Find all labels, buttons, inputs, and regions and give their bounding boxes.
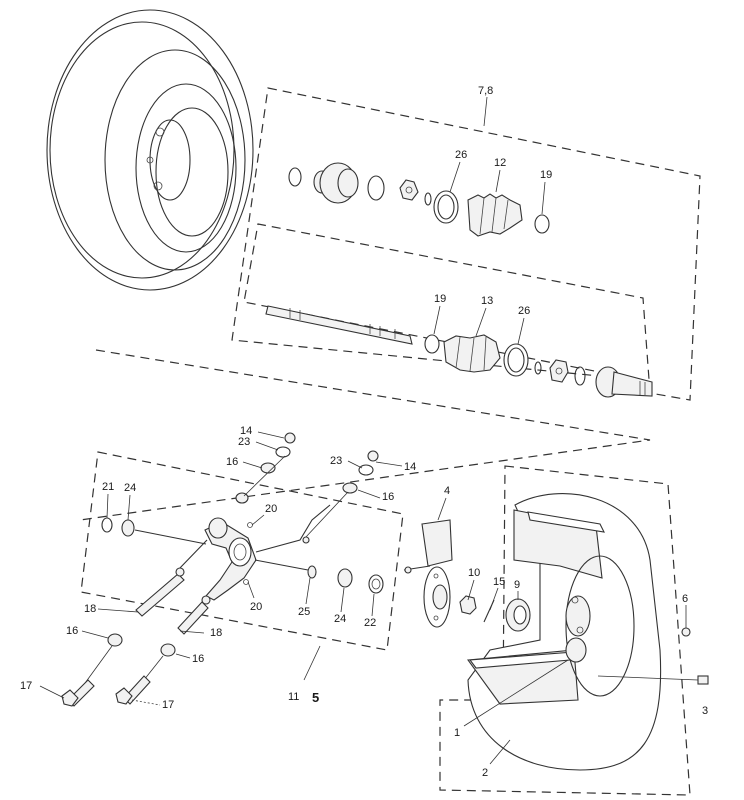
callout-15: 15 xyxy=(493,576,505,588)
callout-14-left: 14 xyxy=(240,425,252,437)
callout-4: 4 xyxy=(444,485,450,497)
rear-wheel xyxy=(466,493,709,771)
callout-18-right: 18 xyxy=(210,627,222,639)
callout-16-lower-right: 16 xyxy=(192,653,204,665)
callout-22: 22 xyxy=(364,617,376,629)
swingarm-parts xyxy=(61,432,384,707)
driveshaft-axle xyxy=(265,305,413,345)
callout-23-right: 23 xyxy=(330,455,342,467)
callout-25: 25 xyxy=(298,606,310,618)
callout-17-left: 17 xyxy=(20,680,32,692)
tire-illustration-top xyxy=(46,9,254,291)
callout-16-upper-left: 16 xyxy=(226,456,238,468)
callout-2: 2 xyxy=(482,767,488,779)
callout-14-right: 14 xyxy=(404,461,416,473)
callout-11: 11 xyxy=(288,691,299,703)
hub-parts xyxy=(403,519,531,632)
driveshaft-link-outline xyxy=(79,349,651,521)
callout-3: 3 xyxy=(702,705,708,717)
callout-23-left: 23 xyxy=(238,436,250,448)
callout-labels: 7,8 26 12 19 19 13 26 14 23 16 23 14 16 … xyxy=(20,85,708,779)
driveshaft-group-outline xyxy=(231,87,701,401)
callout-13: 13 xyxy=(481,295,493,307)
callout-26-lower: 26 xyxy=(518,305,530,317)
callout-19-lower: 19 xyxy=(434,293,446,305)
callout-17-right: 17 xyxy=(162,699,174,711)
callout-9: 9 xyxy=(514,579,520,591)
callout-7-8: 7,8 xyxy=(478,85,493,97)
callout-24-right: 24 xyxy=(334,613,346,625)
driveshaft-upper-parts xyxy=(288,162,550,237)
callout-24-left: 24 xyxy=(124,482,136,494)
callout-5: 5 xyxy=(312,690,319,705)
callout-26-upper: 26 xyxy=(455,149,467,161)
callout-16-upper-right: 16 xyxy=(382,491,394,503)
callout-1: 1 xyxy=(454,727,460,739)
callout-12: 12 xyxy=(494,157,506,169)
callout-20-lower: 20 xyxy=(250,601,262,613)
callout-6: 6 xyxy=(682,593,688,605)
callout-18-left: 18 xyxy=(84,603,96,615)
callout-20-upper: 20 xyxy=(265,503,277,515)
callout-10: 10 xyxy=(468,567,480,579)
callout-21: 21 xyxy=(102,481,114,493)
callout-19-upper: 19 xyxy=(540,169,552,181)
callout-16-lower-left: 16 xyxy=(66,625,78,637)
leader-lines xyxy=(39,96,569,765)
driveshaft-lower-parts xyxy=(424,334,653,398)
